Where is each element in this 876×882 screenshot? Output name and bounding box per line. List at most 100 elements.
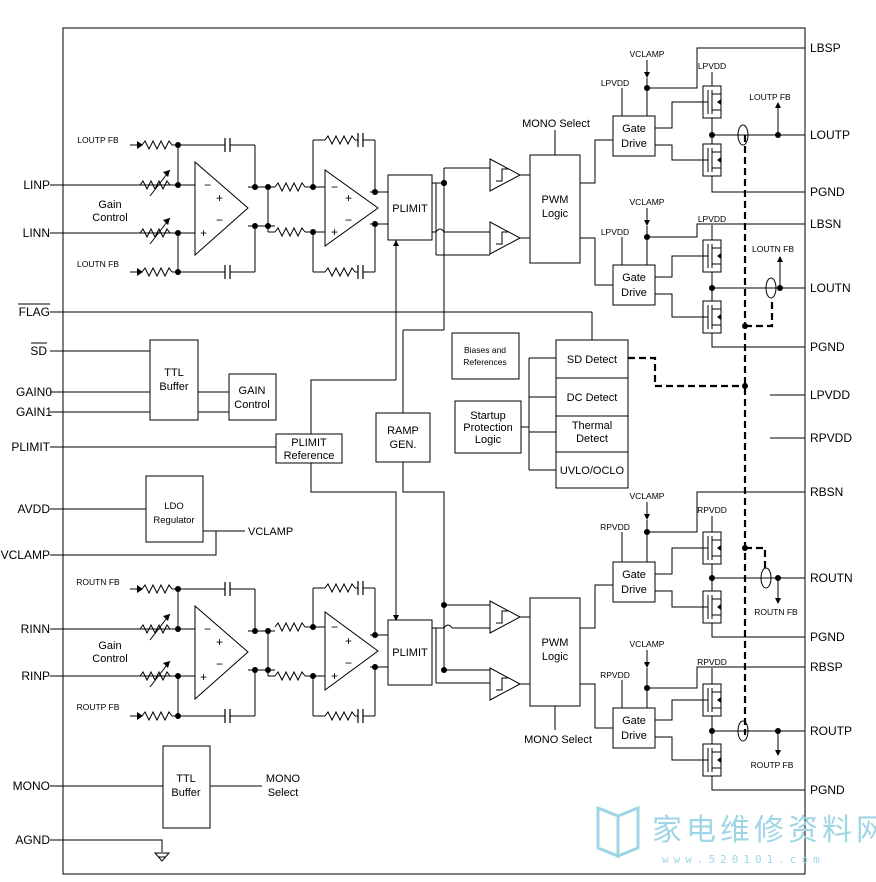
loutn-fb-arrow xyxy=(130,268,143,276)
svg-text:RPVDD: RPVDD xyxy=(600,670,630,680)
svg-text:PWM: PWM xyxy=(542,637,569,649)
pin-lbsn: LBSN xyxy=(810,217,841,231)
sd-detect-block: SD Detect xyxy=(567,354,617,366)
svg-text:PLIMIT: PLIMIT xyxy=(392,203,428,215)
svg-text:GAIN: GAIN xyxy=(239,385,266,397)
svg-text:LDO: LDO xyxy=(164,501,184,512)
pin-gain0: GAIN0 xyxy=(16,385,52,399)
left-channel: − + − + − + − + xyxy=(50,132,388,280)
right-pin-labels: LBSP LOUTP PGND LBSN LOUTN PGND LPVDD RP… xyxy=(810,41,853,797)
svg-text:Gain: Gain xyxy=(98,199,121,211)
pin-rinn: RINN xyxy=(21,622,50,636)
svg-text:−: − xyxy=(331,180,338,194)
svg-text:Gain: Gain xyxy=(98,640,121,652)
svg-text:Gate: Gate xyxy=(622,569,646,581)
output-stage-loutn: Gate Drive LPVDD VCLAMP LPVDD LOUTN FB xyxy=(601,197,805,348)
svg-text:VCLAMP: VCLAMP xyxy=(630,197,665,207)
svg-text:Detect: Detect xyxy=(576,433,608,445)
output-stage-routn: Gate Drive RPVDD VCLAMP RPVDD ROUTN FB xyxy=(600,491,805,638)
svg-text:LOUTP FB: LOUTP FB xyxy=(77,135,119,145)
pin-plimit: PLIMIT xyxy=(11,440,50,454)
svg-text:Drive: Drive xyxy=(621,287,647,299)
right-stage2-amp xyxy=(324,611,379,691)
svg-text:LOUTP FB: LOUTP FB xyxy=(749,92,791,102)
svg-text:Logic: Logic xyxy=(475,434,502,446)
svg-text:ROUTN FB: ROUTN FB xyxy=(754,607,798,617)
svg-text:Gate: Gate xyxy=(622,272,646,284)
svg-text:Buffer: Buffer xyxy=(159,381,188,393)
pin-loutn: LOUTN xyxy=(810,281,851,295)
svg-text:Logic: Logic xyxy=(542,651,569,663)
svg-text:+: + xyxy=(345,634,352,648)
svg-text:Thermal: Thermal xyxy=(572,420,612,432)
svg-text:RPVDD: RPVDD xyxy=(697,657,727,667)
dc-detect-block: DC Detect xyxy=(567,392,618,404)
svg-text:Startup: Startup xyxy=(470,410,505,422)
svg-text:Buffer: Buffer xyxy=(171,787,200,799)
svg-text:+: + xyxy=(216,191,223,205)
svg-text:Logic: Logic xyxy=(542,208,569,220)
svg-text:MONO Select: MONO Select xyxy=(522,118,590,130)
svg-text:RPVDD: RPVDD xyxy=(600,522,630,532)
ldo-regulator xyxy=(145,475,204,543)
svg-text:Protection: Protection xyxy=(463,422,513,434)
right-channel: − + − + − + − + xyxy=(50,580,388,724)
pin-avdd: AVDD xyxy=(18,502,51,516)
svg-text:LOUTN FB: LOUTN FB xyxy=(752,244,794,254)
pin-linp: LINP xyxy=(23,178,50,192)
left-stage2-amp xyxy=(324,169,379,247)
svg-text:+: + xyxy=(331,225,338,239)
svg-text:LPVDD: LPVDD xyxy=(601,227,629,237)
left-pin-labels: LINP LINN FLAG SD GAIN0 GAIN1 PLIMIT AVD… xyxy=(1,178,53,847)
pin-rbsn: RBSN xyxy=(810,485,843,499)
ttl-buffer-bottom xyxy=(162,745,211,829)
svg-text:+: + xyxy=(345,191,352,205)
svg-text:+: + xyxy=(331,669,338,683)
svg-text:−: − xyxy=(216,657,223,671)
svg-text:MONO Select: MONO Select xyxy=(524,734,592,746)
pin-agnd: AGND xyxy=(15,833,50,847)
pin-gain1: GAIN1 xyxy=(16,405,52,419)
biases-references-block xyxy=(451,332,520,380)
svg-text:VCLAMP: VCLAMP xyxy=(248,526,293,538)
svg-text:−: − xyxy=(345,213,352,227)
svg-text:www.520101.com: www.520101.com xyxy=(662,853,825,866)
pin-loutp: LOUTP xyxy=(810,128,850,142)
pin-pgnd-4: PGND xyxy=(810,783,845,797)
protection-detect-stack xyxy=(555,339,629,489)
svg-text:−: − xyxy=(204,178,211,192)
routp-fb-arrow xyxy=(130,712,143,720)
svg-text:LOUTN FB: LOUTN FB xyxy=(77,259,119,269)
svg-text:Gate: Gate xyxy=(622,123,646,135)
svg-text:LPVDD: LPVDD xyxy=(601,78,629,88)
comparator-ln xyxy=(489,221,521,255)
svg-text:VCLAMP: VCLAMP xyxy=(630,639,665,649)
ramp-generator xyxy=(375,412,431,463)
routn-fb-arrow xyxy=(130,585,143,593)
uvlo-oclo-block: UVLO/OCLO xyxy=(560,465,625,477)
svg-text:Gate: Gate xyxy=(622,715,646,727)
comparator-lp xyxy=(489,158,521,192)
output-stage-loutp: Gate Drive LPVDD VCLAMP LPVDD LOUTP FB xyxy=(601,47,805,193)
pin-lpvdd: LPVDD xyxy=(810,388,850,402)
svg-text:RAMP: RAMP xyxy=(387,425,419,437)
watermark: 家电维修资料网 www.520101.com xyxy=(596,805,876,866)
svg-text:Drive: Drive xyxy=(621,730,647,742)
pin-pgnd-1: PGND xyxy=(810,185,845,199)
pin-mono: MONO xyxy=(13,779,50,793)
svg-text:+: + xyxy=(200,670,207,684)
plimit-block-top xyxy=(387,174,433,241)
svg-text:−: − xyxy=(204,622,211,636)
pin-pgnd-3: PGND xyxy=(810,630,845,644)
svg-text:References: References xyxy=(463,357,506,367)
output-stage-routp: Gate Drive RPVDD VCLAMP RPVDD ROUTP FB xyxy=(600,639,805,791)
svg-text:家电维修资料网: 家电维修资料网 xyxy=(652,813,876,848)
svg-text:VCLAMP: VCLAMP xyxy=(630,491,665,501)
pin-routp: ROUTP xyxy=(810,724,852,738)
svg-text:Control: Control xyxy=(92,653,127,665)
plimit-reference-block xyxy=(275,433,343,464)
left-preamp xyxy=(194,160,249,257)
svg-text:GEN.: GEN. xyxy=(390,439,417,451)
svg-text:TTL: TTL xyxy=(164,367,184,379)
